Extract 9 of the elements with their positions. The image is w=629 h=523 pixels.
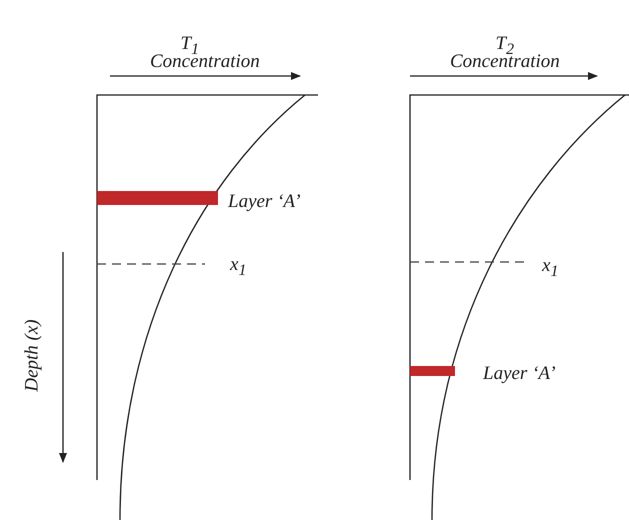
layer-band (410, 366, 455, 376)
temperature-label: T$_{1}$ (180, 34, 199, 58)
temperature-label: T$_{2}$ (496, 34, 514, 58)
depth-marker-label: x$_{1}$ (542, 256, 558, 280)
depth-marker-label: x$_{1}$ (230, 255, 246, 279)
layer-label: Layer ‘A’ (228, 192, 301, 211)
layer-band (97, 191, 218, 205)
depth-label: Depth (x) (22, 318, 42, 392)
layer-label: Layer ‘A’ (483, 364, 556, 383)
